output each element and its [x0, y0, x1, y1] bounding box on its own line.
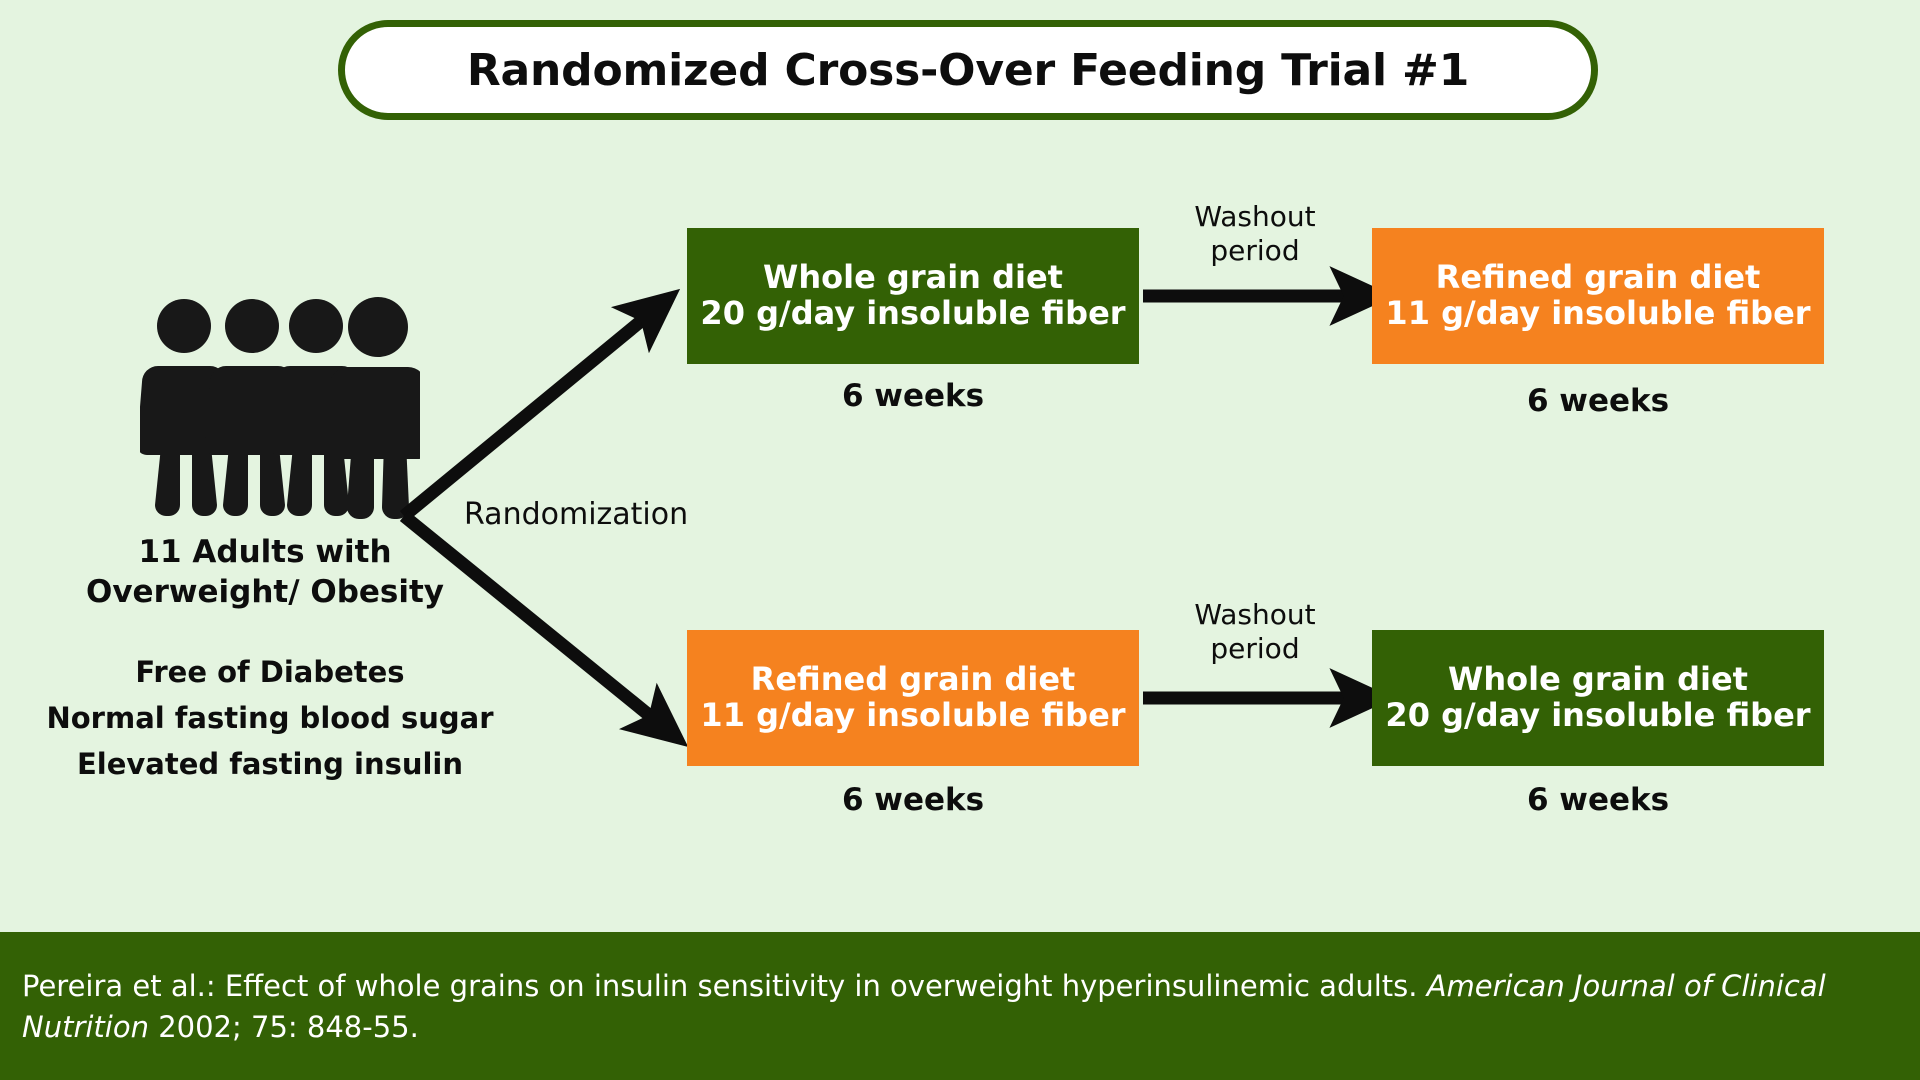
arm-2-washout-line-1: Washout	[1194, 598, 1316, 631]
randomization-arrow-down	[399, 510, 689, 747]
arm-2-period-1-diet: Refined grain diet	[750, 660, 1076, 699]
arm-1-period-2-diet: Refined grain diet	[1435, 258, 1761, 297]
population-line-2: Overweight/ Obesity	[85, 574, 445, 611]
arm-1-period-1-fiber: 20 g/day insoluble fiber	[700, 294, 1126, 332]
arm-2-period-1-fiber: 11 g/day insoluble fiber	[700, 696, 1126, 734]
randomization-label: Randomization	[464, 497, 689, 532]
arm-2-period-2-diet: Whole grain diet	[1448, 660, 1748, 699]
citation-part-1: Pereira et al.: Effect of whole grains o…	[22, 969, 1427, 1003]
arm-2-period-1-box: Refined grain diet 11 g/day insoluble fi…	[687, 630, 1139, 766]
arm-1-washout-line-1: Washout	[1194, 200, 1316, 233]
arm-2-washout-label: Washout period	[1155, 598, 1355, 666]
arm-2-period-2-box: Whole grain diet 20 g/day insoluble fibe…	[1372, 630, 1824, 766]
arm-2-period-2-fiber: 20 g/day insoluble fiber	[1385, 696, 1811, 734]
arm-1-period-2-fiber: 11 g/day insoluble fiber	[1385, 294, 1811, 332]
four-people-icon	[136, 297, 430, 522]
arm-1-washout-line-2: period	[1210, 234, 1300, 268]
page-title: Randomized Cross-Over Feeding Trial #1	[466, 44, 1470, 96]
population-line-1: 11 Adults with	[138, 534, 392, 570]
citation-part-2: 2002; 75: 848-55.	[148, 1010, 419, 1045]
arm-1-period-2-box: Refined grain diet 11 g/day insoluble fi…	[1372, 228, 1824, 364]
inclusion-criteria-list: Free of Diabetes Normal fasting blood su…	[10, 650, 530, 787]
arm-1-period-1-duration: 6 weeks	[841, 378, 985, 414]
criteria-item-3: Elevated fasting insulin	[76, 746, 464, 781]
slide-title-box: Randomized Cross-Over Feeding Trial #1	[338, 20, 1598, 120]
citation-bar: Pereira et al.: Effect of whole grains o…	[0, 932, 1920, 1080]
arm-1-washout-label: Washout period	[1155, 200, 1355, 268]
citation-journal: American Journal of Clinical Nutrition	[22, 969, 1826, 1045]
arm-1-period-2-duration: 6 weeks	[1526, 383, 1670, 419]
arm-2-period-1-duration: 6 weeks	[841, 782, 985, 818]
arm-1-period-1-diet: Whole grain diet	[763, 258, 1063, 297]
citation-text: Pereira et al.: Effect of whole grains o…	[22, 966, 1898, 1048]
randomization-arrow-up	[399, 288, 681, 522]
arm-2-period-2-duration: 6 weeks	[1526, 782, 1670, 818]
arm-1-period-1-box: Whole grain diet 20 g/day insoluble fibe…	[687, 228, 1139, 364]
criteria-item-2: Normal fasting blood sugar	[46, 700, 494, 735]
criteria-item-1: Free of Diabetes	[135, 655, 405, 689]
arm-2-washout-line-2: period	[1210, 632, 1300, 666]
population-summary: 11 Adults with Overweight/ Obesity	[30, 532, 500, 613]
